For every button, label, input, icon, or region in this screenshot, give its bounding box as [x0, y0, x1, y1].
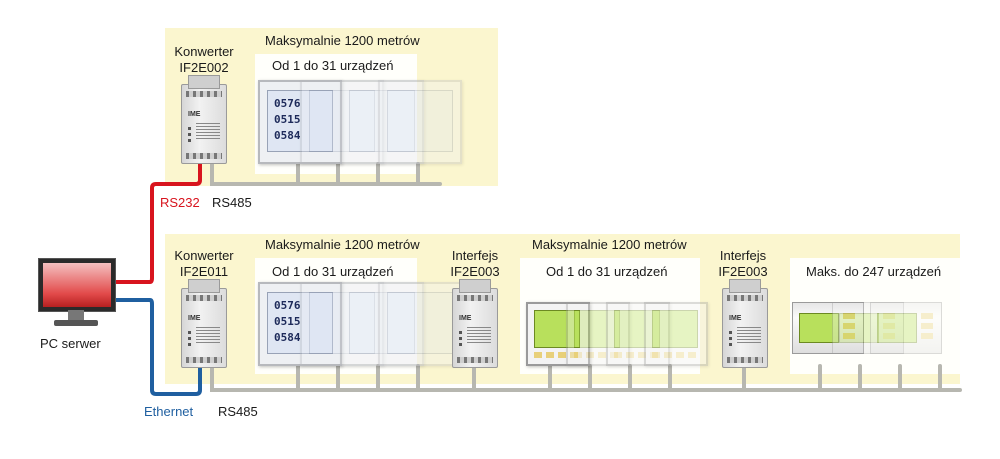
top-zone-title: Maksymalnie 1200 metrów	[265, 33, 420, 48]
green-meter-4	[644, 302, 708, 366]
top-meter-value-1: 0576	[274, 97, 301, 110]
bottom-rs485-label: RS485	[218, 404, 258, 419]
interface-if2e003-1: IME	[452, 279, 498, 368]
top-meter-value-3: 0584	[274, 129, 301, 142]
bottom-meter-4	[378, 282, 462, 366]
interface-if2e003-2: IME	[722, 279, 768, 368]
din-meter-3	[870, 302, 942, 354]
converter-if2e002: IME	[181, 75, 227, 164]
rs232-cable	[114, 154, 202, 284]
bottom-meter-3	[340, 282, 424, 366]
bottom-meter-value-3: 0584	[274, 331, 301, 344]
interface-2-line1: Interfejs	[719, 248, 767, 263]
bottom-meter-value-2: 0515	[274, 315, 301, 328]
din-meter-1	[792, 302, 864, 354]
bottom-converter-label: Konwerter IF2E011	[168, 248, 240, 280]
pc-screen-chart	[43, 263, 111, 307]
top-rs485-bus	[210, 158, 442, 186]
bottom-devices-caption-1: Od 1 do 31 urządzeń	[272, 264, 394, 279]
din-meter-2	[832, 302, 904, 354]
top-meter-3	[340, 80, 424, 164]
converter-if2e011: IME	[181, 279, 227, 368]
bottom-converter-line1: Konwerter	[174, 248, 234, 263]
green-meter-2	[566, 302, 630, 366]
top-devices-caption: Od 1 do 31 urządzeń	[272, 58, 394, 73]
bottom-meter-2	[300, 282, 384, 366]
bottom-zone-title-1: Maksymalnie 1200 metrów	[265, 237, 420, 252]
bottom-converter-line2: IF2E011	[179, 264, 229, 279]
top-meter-4	[378, 80, 462, 164]
top-meter-2	[300, 80, 384, 164]
top-converter-line2: IF2E002	[179, 60, 229, 75]
bottom-meter-value-1: 0576	[274, 299, 301, 312]
bottom-devices-caption-2: Od 1 do 31 urządzeń	[546, 264, 668, 279]
bottom-zone-title-2: Maksymalnie 1200 metrów	[532, 237, 687, 252]
bottom-rs485-bus	[210, 366, 962, 392]
top-converter-line1: Konwerter	[174, 44, 234, 59]
top-meter-1: 0576 0515 0584	[258, 80, 342, 164]
interface-2-line2: IF2E003	[718, 264, 768, 279]
green-meter-3	[606, 302, 670, 366]
ethernet-label: Ethernet	[144, 404, 194, 419]
top-meter-value-2: 0515	[274, 113, 301, 126]
bottom-devices-caption-3: Maks. do 247 urządzeń	[806, 264, 942, 279]
interface-label-1: Interfejs IF2E003	[440, 248, 510, 280]
top-converter-label: Konwerter IF2E002	[168, 44, 240, 76]
pc-server-monitor	[38, 258, 116, 330]
interface-label-2: Interfejs IF2E003	[708, 248, 778, 280]
green-meter-1	[526, 302, 590, 366]
bottom-meter-1: 0576 0515 0584	[258, 282, 342, 366]
interface-1-line2: IF2E003	[450, 264, 500, 279]
top-rs485-label: RS485	[212, 195, 252, 210]
pc-label: PC serwer	[40, 336, 101, 351]
rs232-label: RS232	[160, 195, 200, 210]
ethernet-cable	[114, 298, 202, 396]
interface-1-line1: Interfejs	[451, 248, 499, 263]
